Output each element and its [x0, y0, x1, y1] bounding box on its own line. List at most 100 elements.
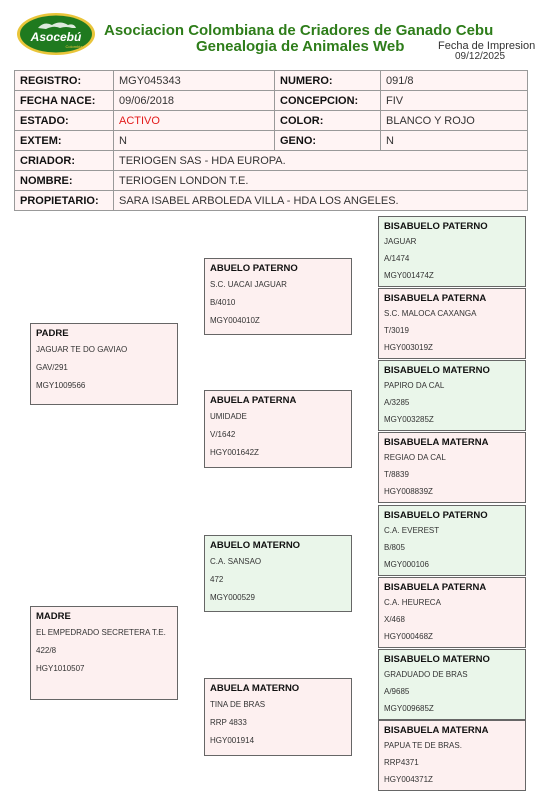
- criador-label: CRIADOR:: [15, 151, 114, 170]
- registro-label: REGISTRO:: [15, 71, 114, 90]
- abuela-paterna-name: UMIDADE: [210, 412, 247, 421]
- abuelo-materno-number: 472: [210, 575, 224, 584]
- abuelo-paterno-number: B/4010: [210, 298, 236, 307]
- info-row: REGISTRO: MGY045343 NUMERO: 091/8: [15, 71, 527, 91]
- bisabuela-card: BISABUELA PATERNA C.A. HEURECA X/468 HGY…: [378, 577, 526, 648]
- bisabuela-name: S.C. MALOCA CAXANGA: [384, 309, 477, 318]
- info-row: EXTEM: N GENO: N: [15, 131, 527, 151]
- print-date-label: Fecha de Impresion: [438, 40, 536, 52]
- abuela-paterna-title: ABUELA PATERNA: [210, 395, 297, 406]
- estado-value: ACTIVO: [114, 111, 275, 130]
- info-row: PROPIETARIO: SARA ISABEL ARBOLEDA VILLA …: [15, 191, 527, 210]
- bisabuelo-title: BISABUELO MATERNO: [384, 654, 490, 665]
- bisabuela-name: PAPUA TE DE BRAS.: [384, 741, 462, 750]
- info-row: FECHA NACE: 09/06/2018 CONCEPCION: FIV: [15, 91, 527, 111]
- madre-reg: HGY1010507: [36, 664, 85, 673]
- animal-info-table: REGISTRO: MGY045343 NUMERO: 091/8 FECHA …: [14, 70, 528, 211]
- abuela-paterna-number: V/1642: [210, 430, 236, 439]
- abuelo-materno-title: ABUELO MATERNO: [210, 540, 301, 551]
- bisabuelo-name: GRADUADO DE BRAS: [384, 670, 468, 679]
- bisabuelo-title: BISABUELO MATERNO: [384, 365, 490, 376]
- bisabuelo-number: A/3285: [384, 398, 410, 407]
- bisabuelo-reg: MGY001474Z: [384, 271, 434, 280]
- concepcion-value: FIV: [381, 91, 527, 110]
- bisabuela-number: RRP4371: [384, 758, 419, 767]
- abuela-paterna-reg: HGY001642Z: [210, 448, 259, 457]
- bisabuela-reg: HGY000468Z: [384, 632, 433, 641]
- abuelo-paterno-card: ABUELO PATERNO S.C. UACAI JAGUAR B/4010 …: [204, 258, 352, 335]
- print-date-value: 09/12/2025: [455, 51, 506, 62]
- propietario-label: PROPIETARIO:: [15, 191, 114, 210]
- propietario-value: SARA ISABEL ARBOLEDA VILLA - HDA LOS ANG…: [114, 191, 527, 210]
- fecha-nace-value: 09/06/2018: [114, 91, 275, 110]
- bisabuelo-number: A/1474: [384, 254, 410, 263]
- bisabuela-card: BISABUELA MATERNA REGIAO DA CAL T/8839 H…: [378, 432, 526, 503]
- bisabuelo-number: A/9685: [384, 687, 410, 696]
- abuelo-paterno-name: S.C. UACAI JAGUAR: [210, 280, 287, 289]
- abuela-materno-card: ABUELA MATERNO TINA DE BRAS RRP 4833 HGY…: [204, 678, 352, 756]
- bisabuela-reg: HGY003019Z: [384, 343, 433, 352]
- bisabuela-number: T/8839: [384, 470, 409, 479]
- bisabuelo-card: BISABUELO PATERNO JAGUAR A/1474 MGY00147…: [378, 216, 526, 287]
- bisabuela-number: X/468: [384, 615, 405, 624]
- color-label: COLOR:: [275, 111, 381, 130]
- abuela-materno-name: TINA DE BRAS: [210, 700, 266, 709]
- bisabuelo-reg: MGY003285Z: [384, 415, 434, 424]
- abuela-materno-number: RRP 4833: [210, 718, 247, 727]
- geno-label: GENO:: [275, 131, 381, 150]
- madre-number: 422/8: [36, 646, 57, 655]
- bisabuela-number: T/3019: [384, 326, 409, 335]
- bisabuelo-card: BISABUELO MATERNO GRADUADO DE BRAS A/968…: [378, 649, 526, 720]
- bisabuelo-card: BISABUELO PATERNO C.A. EVEREST B/805 MGY…: [378, 505, 526, 576]
- extem-value: N: [114, 131, 275, 150]
- abuela-materno-reg: HGY001914: [210, 736, 255, 745]
- bisabuelo-title: BISABUELO PATERNO: [384, 221, 488, 232]
- concepcion-label: CONCEPCION:: [275, 91, 381, 110]
- info-row: CRIADOR: TERIOGEN SAS - HDA EUROPA.: [15, 151, 527, 171]
- bisabuelo-reg: MGY009685Z: [384, 704, 434, 713]
- criador-value: TERIOGEN SAS - HDA EUROPA.: [114, 151, 527, 170]
- info-row: ESTADO: ACTIVO COLOR: BLANCO Y ROJO: [15, 111, 527, 131]
- extem-label: EXTEM:: [15, 131, 114, 150]
- abuelo-materno-card: ABUELO MATERNO C.A. SANSAO 472 MGY000529: [204, 535, 352, 612]
- abuelo-materno-name: C.A. SANSAO: [210, 557, 262, 566]
- bisabuela-reg: HGY004371Z: [384, 775, 433, 784]
- bisabuelo-title: BISABUELO PATERNO: [384, 510, 488, 521]
- bisabuelo-name: C.A. EVEREST: [384, 526, 440, 535]
- bisabuela-title: BISABUELA MATERNA: [384, 437, 489, 448]
- asocebu-logo: Asocebú Colombia: [17, 13, 95, 55]
- abuelo-paterno-title: ABUELO PATERNO: [210, 263, 298, 274]
- numero-value: 091/8: [381, 71, 527, 90]
- page-title: Asociacion Colombiana de Criadores de Ga…: [104, 22, 494, 39]
- nombre-value: TERIOGEN LONDON T.E.: [114, 171, 527, 190]
- geno-value: N: [381, 131, 527, 150]
- madre-card: MADRE EL EMPEDRADO SECRETERA T.E. 422/8 …: [30, 606, 178, 700]
- padre-card: PADRE JAGUAR TE DO GAVIAO GAV/291 MGY100…: [30, 323, 178, 405]
- bisabuela-card: BISABUELA MATERNA PAPUA TE DE BRAS. RRP4…: [378, 720, 526, 791]
- bisabuela-title: BISABUELA PATERNA: [384, 582, 487, 593]
- info-row: NOMBRE: TERIOGEN LONDON T.E.: [15, 171, 527, 191]
- page-subtitle: Genealogia de Animales Web: [196, 38, 405, 55]
- svg-text:Asocebú: Asocebú: [30, 30, 82, 44]
- madre-title: MADRE: [36, 611, 71, 622]
- bisabuela-title: BISABUELA MATERNA: [384, 725, 489, 736]
- padre-name: JAGUAR TE DO GAVIAO: [36, 345, 128, 354]
- bisabuelo-name: JAGUAR: [384, 237, 417, 246]
- svg-text:Colombia: Colombia: [66, 44, 84, 49]
- color-value: BLANCO Y ROJO: [381, 111, 527, 130]
- padre-title: PADRE: [36, 328, 69, 339]
- abuela-paterna-card: ABUELA PATERNA UMIDADE V/1642 HGY001642Z: [204, 390, 352, 468]
- bisabuela-title: BISABUELA PATERNA: [384, 293, 487, 304]
- bisabuelo-number: B/805: [384, 543, 405, 552]
- bisabuelo-reg: MGY000106: [384, 560, 429, 569]
- bisabuela-name: C.A. HEURECA: [384, 598, 441, 607]
- abuela-materno-title: ABUELA MATERNO: [210, 683, 300, 694]
- abuelo-paterno-reg: MGY004010Z: [210, 316, 260, 325]
- fecha-nace-label: FECHA NACE:: [15, 91, 114, 110]
- numero-label: NUMERO:: [275, 71, 381, 90]
- bisabuela-reg: HGY008839Z: [384, 487, 433, 496]
- bisabuelo-card: BISABUELO MATERNO PAPIRO DA CAL A/3285 M…: [378, 360, 526, 431]
- registro-value: MGY045343: [114, 71, 275, 90]
- madre-name: EL EMPEDRADO SECRETERA T.E.: [36, 628, 166, 637]
- padre-reg: MGY1009566: [36, 381, 86, 390]
